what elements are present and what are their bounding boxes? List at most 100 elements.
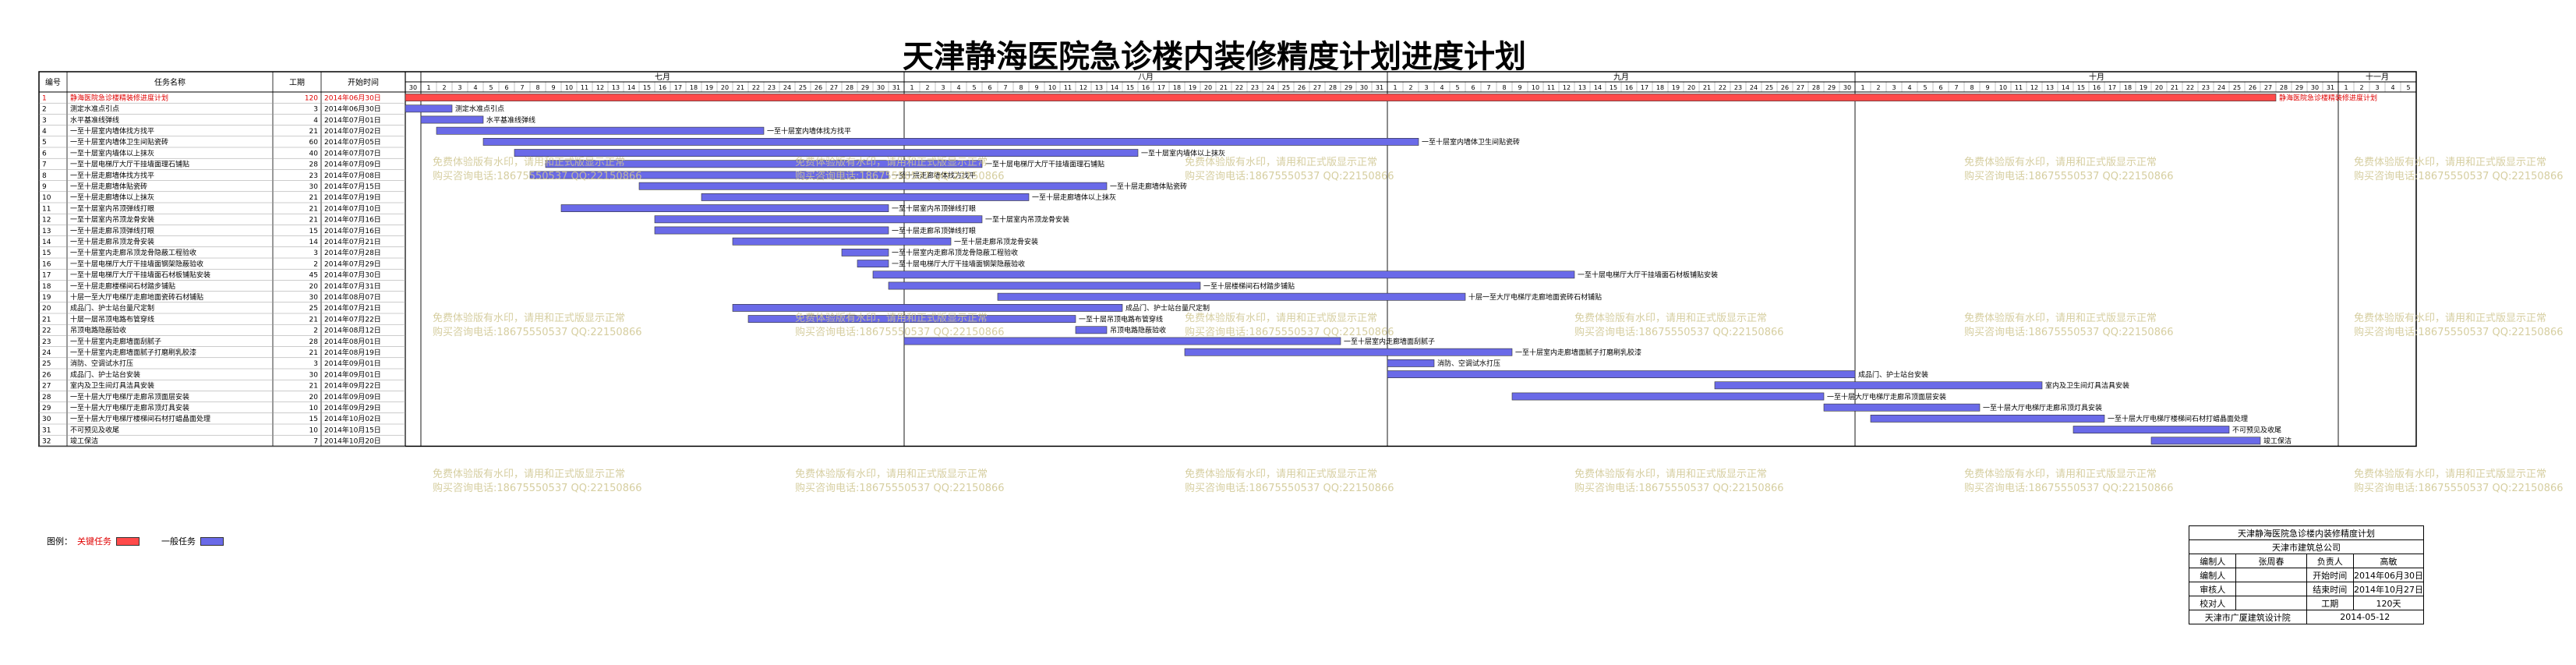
task-bar [514,149,1139,157]
cell-id: 17 [42,272,51,280]
day-label: 1 [910,84,913,91]
bar-label: 一至十层大厅电梯厅楼梯间石材打蜡晶面处理 [2108,414,2248,423]
day-label: 9 [1518,84,1521,91]
day-label: 10 [1532,84,1539,91]
cell-task-name: 一至十层室内走廊墙面刮腻子 [70,337,161,346]
cell-id: 30 [42,416,51,423]
bar-label: 一至十层室内墙体找方找平 [767,126,851,136]
title-block-company: 天津市建筑总公司 [2272,542,2341,553]
cell-start: 2014年07月21日 [324,237,381,246]
day-label: 12 [2030,84,2038,91]
cell-duration: 14 [309,239,319,246]
day-label: 22 [1719,84,1726,91]
cell-start: 2014年09月22日 [324,381,381,391]
cell-task-name: 消防、空调试水打压 [70,359,133,368]
tb-cell: 2014年10月27日 [2352,582,2423,596]
day-label: 15 [643,84,651,91]
cell-id: 23 [42,338,51,346]
cell-start: 2014年07月21日 [324,303,381,313]
cell-duration: 21 [309,217,318,225]
cell-duration: 21 [309,194,318,202]
task-bar [1387,359,1435,367]
tb-cell: 审核人 [2200,584,2226,595]
cell-start: 2014年10月02日 [324,414,381,423]
cell-id: 5 [42,139,47,147]
cell-task-name: 一至十层走廊墙体以上抹灰 [70,193,154,202]
day-label: 12 [1080,84,1087,91]
cell-start: 2014年07月02日 [324,126,381,136]
day-label: 12 [1563,84,1571,91]
bar-label: 一至十层室内走廊墙面刮腻子 [1344,337,1435,346]
day-label: 10 [1999,84,2007,91]
cell-id: 32 [42,438,51,446]
cell-start: 2014年07月10日 [324,203,381,213]
tb-cell: 编制人 [2200,570,2226,581]
day-label: 15 [2077,84,2085,91]
bar-label: 静海医院急诊楼精装修进度计划 [2279,93,2377,102]
task-bar [888,281,1201,290]
task-bar [1870,414,2105,423]
day-label: 4 [1440,84,1443,91]
cell-start: 2014年06月30日 [324,93,381,102]
tb-cell: 张周春 [2235,554,2306,568]
legend-normal-swatch [200,536,224,546]
day-label: 2 [1876,84,1880,91]
cell-task-name: 一至十层电梯厅大厅干挂墙面石材板铺贴安装 [70,271,210,280]
task-bar [420,115,484,124]
day-label: 16 [1142,84,1150,91]
day-label: 21 [2171,84,2178,91]
task-bar [2150,437,2261,445]
cell-duration: 30 [309,294,319,302]
cell-start: 2014年07月30日 [324,271,381,280]
cell-start: 2014年10月20日 [324,437,381,446]
day-label: 6 [1938,84,1942,91]
legend-label: 图例： [47,536,72,547]
day-label: 24 [1750,84,1758,91]
cell-task-name: 一至十层走廊楼梯间石材踏步铺贴 [70,281,175,291]
day-label: 21 [1220,84,1228,91]
cell-task-name: 一至十层走廊吊顶龙骨安装 [70,237,154,246]
day-label: 30 [2311,84,2319,91]
cell-task-name: 测定水准点引点 [70,104,119,114]
day-label: 18 [2124,84,2132,91]
task-bar [482,138,1419,146]
cell-task-name: 一至十层大厅电梯厅走廊吊顶面层安装 [70,392,189,401]
cell-id: 28 [42,394,51,401]
critical-task-bar [405,94,2277,101]
task-bar [1387,370,1856,378]
cell-duration: 21 [309,205,318,213]
cell-id: 10 [42,194,51,202]
day-label: 23 [768,84,776,91]
cell-task-name: 室内及卫生间灯具洁具安装 [70,381,154,391]
day-label: 18 [1656,84,1664,91]
task-bar [638,182,1108,190]
cell-duration: 10 [309,405,319,412]
bar-label: 测定水准点引点 [455,104,504,114]
day-label: 3 [941,84,945,91]
day-label: 17 [1157,84,1165,91]
day-label: 20 [1687,84,1695,91]
bar-label: 一至十层电梯厅大厅干挂墙面石材板铺贴安装 [1578,271,1718,280]
bar-label: 一至十层室内墙体以上抹灰 [1141,148,1225,157]
day-label: 28 [2280,84,2288,91]
day-label: 7 [1486,84,1490,91]
day-label: 29 [2295,84,2303,91]
cell-duration: 28 [309,161,319,169]
cell-id: 15 [42,249,51,257]
cell-duration: 21 [309,383,318,391]
month-label: 十一月 [2366,72,2389,82]
day-label: 31 [892,84,900,91]
cell-task-name: 一至十层室内吊顶弹线打眼 [70,203,154,213]
day-label: 17 [2108,84,2116,91]
cell-task-name: 一至十层大厅电梯厅走廊吊顶灯具安装 [70,403,189,412]
day-label: 24 [783,84,791,91]
cell-duration: 4 [313,117,318,125]
cell-task-name: 一至十层室内墙体卫生间贴瓷砖 [70,137,168,147]
cell-duration: 30 [309,183,319,191]
cell-task-name: 一至十层室内走廊吊顶龙骨隐蔽工程验收 [70,248,196,257]
day-label: 23 [1251,84,1259,91]
cell-duration: 40 [309,150,319,157]
bar-label: 一至十层走廊吊顶龙骨安装 [954,237,1038,246]
day-label: 3 [1892,84,1896,91]
bar-label: 一至十层走廊墙体找方找平 [892,171,976,180]
